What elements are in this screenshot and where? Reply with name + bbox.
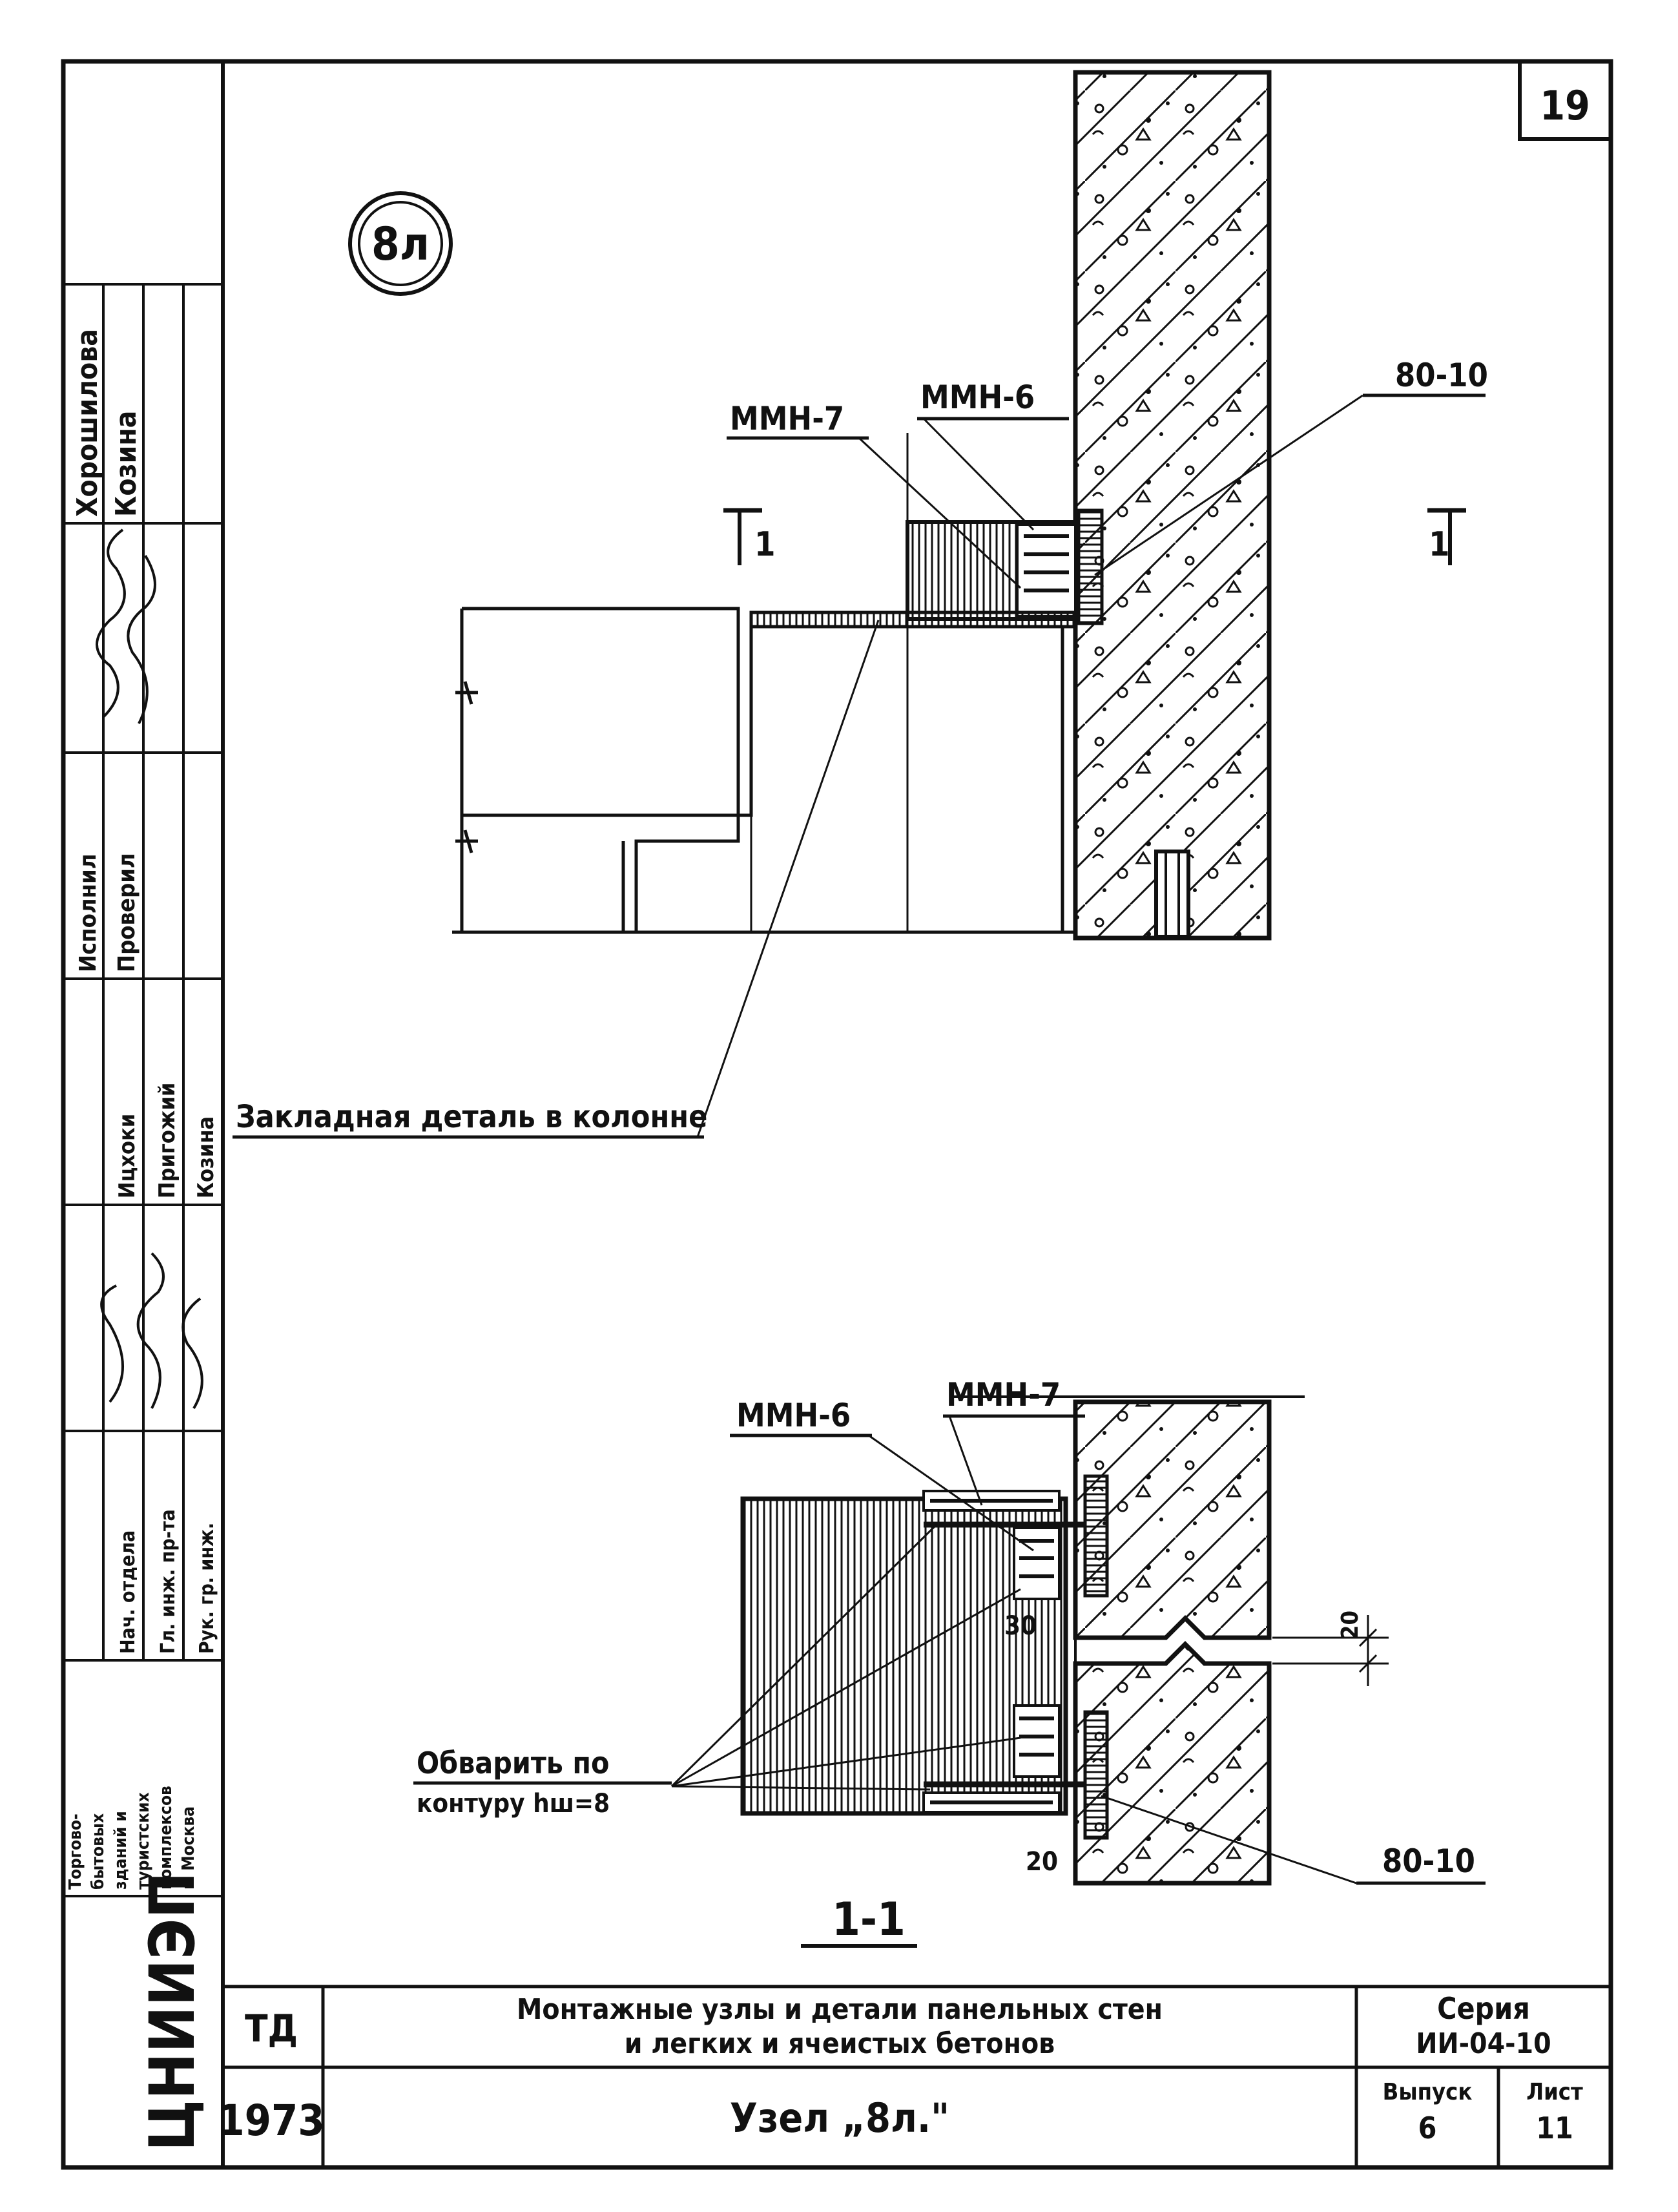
wall-panel-section-upper [1073, 1399, 1272, 1640]
section-mark-left-text: 1 [754, 525, 776, 564]
stamp-org-2: бытовых [88, 1813, 108, 1890]
side-stamp: Хорошилова Козина Исполнил Проверил Ицхо… [63, 283, 223, 2151]
stamp-org-1: Торгово- [66, 1813, 85, 1890]
tb-issue-value: 6 [1418, 2111, 1437, 2145]
tb-year: 1973 [218, 2096, 324, 2145]
stamp-post-2: Гл. инж. пр-та [157, 1509, 180, 1654]
node-mark: 8л [348, 191, 453, 296]
weld-note-line2: контуру hш=8 [417, 1789, 610, 1819]
label-mmn7-upper: ММН-7 [727, 400, 1022, 589]
plate-80-10-section-lower [1083, 1710, 1109, 1840]
sheet-frame [61, 59, 1613, 2170]
signatures [96, 528, 203, 1410]
label-plate-section: 80-10 [1101, 1795, 1486, 1885]
label-mmn7-section: ММН-7 [943, 1376, 1085, 1506]
label-mmn6-upper: ММН-6 [917, 379, 1069, 531]
label-mmn7-section-text: ММН-7 [946, 1376, 1061, 1414]
tb-sheet-label: Лист [1526, 2079, 1583, 2105]
label-embedded-part: Закладная деталь в колонне [233, 620, 880, 1139]
weld-note: Обварить по контуру hш=8 [413, 1523, 1021, 1819]
column-section-block [740, 1496, 1068, 1816]
label-plate-section-text: 80-10 [1382, 1842, 1475, 1880]
stamp-org-3: зданий и [111, 1811, 130, 1890]
stamp-role-2: Проверил [114, 853, 140, 972]
node-mark-text: 8л [371, 218, 430, 271]
section-title: 1-1 [832, 1893, 906, 1946]
tb-series-label: Серия [1437, 1991, 1530, 2026]
wall-panel-section-lower [1073, 1641, 1272, 1886]
dim-30-text: 30 [1004, 1611, 1037, 1641]
label-embedded-part-text: Закладная деталь в колонне [236, 1099, 707, 1135]
label-plate-upper: 80-10 [1094, 357, 1488, 576]
label-plate-upper-text: 80-10 [1395, 357, 1488, 394]
stamp-person-1: Хорошилова [71, 329, 104, 517]
stamp-person-2: Козина [110, 411, 143, 517]
stamp-role-1: Исполнил [75, 854, 101, 972]
plate-80-10-upper [1077, 508, 1104, 625]
tb-issue-label: Выпуск [1383, 2079, 1473, 2105]
stamp-org-6: г. Москва [179, 1806, 198, 1890]
stamp-name-3: Козина [193, 1116, 219, 1198]
stamp-org-5: комплексов [156, 1786, 176, 1890]
tb-title-line1: Монтажные узлы и детали панельных стен [517, 1993, 1163, 2026]
tb-title-line2: и легких и ячеистых бетонов [625, 2027, 1055, 2060]
label-mmn6-section: ММН-6 [730, 1397, 1034, 1552]
upper-view: 1 1 ММН-7 ММН-6 80-10 Закладная деталь в… [233, 70, 1488, 1139]
embedded-bar-upper [749, 610, 1076, 629]
section-view: 20 30 20 ММН-6 ММН-7 80-10 Обварить по к… [413, 1376, 1486, 1948]
sheet-number-box: 19 [1518, 59, 1613, 141]
section-mark-right: 1 [1427, 508, 1466, 565]
plate-80-10-section-upper [1083, 1474, 1109, 1598]
wall-panel-upper [1073, 70, 1272, 941]
stamp-org-4: туристских [134, 1792, 153, 1890]
dim-20-text: 20 [1026, 1847, 1058, 1877]
stamp-name-2: Пригожий [154, 1083, 180, 1198]
institute-logo: ЦНИИЭП [136, 1872, 209, 2151]
label-mmn6-upper-text: ММН-6 [920, 379, 1035, 416]
section-mark-left: 1 [723, 508, 776, 565]
label-mmn7-upper-text: ММН-7 [730, 400, 844, 437]
dim-gap [1272, 1615, 1389, 1686]
section-mark-right-text: 1 [1429, 525, 1450, 564]
title-block: ТД 1973 Монтажные узлы и детали панельны… [218, 1985, 1611, 2167]
weld-note-line1: Обварить по [417, 1746, 609, 1780]
stamp-post-3: Рук. гр. инж. [196, 1523, 218, 1654]
tb-code: ТД [245, 2007, 298, 2050]
tb-series-value: ИИ-04-10 [1416, 2027, 1551, 2060]
tb-sheet-value: 11 [1536, 2111, 1573, 2145]
wall-insert-upper [1154, 850, 1190, 939]
stamp-post-1: Нач. отдела [117, 1530, 140, 1654]
sheet-number: 19 [1540, 82, 1590, 129]
dim-gap-text: 20 [1337, 1611, 1363, 1640]
label-mmn6-section-text: ММН-6 [736, 1397, 851, 1434]
column-outline [452, 433, 1075, 934]
tb-drawing-name: Узел „8л." [730, 2094, 949, 2142]
stamp-name-1: Ицхоки [114, 1114, 140, 1198]
